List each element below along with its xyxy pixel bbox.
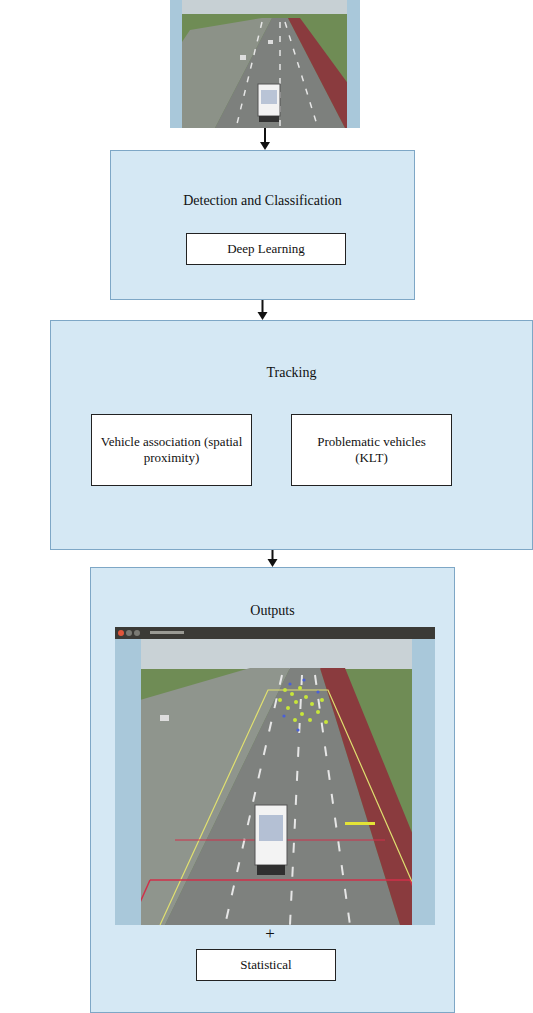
- box-label: Vehicle association (spatial proximity): [92, 432, 251, 467]
- stage-panel: TrackingVehicle association (spatial pro…: [50, 320, 533, 550]
- stage-panel: Detection and ClassificationDeep Learnin…: [110, 150, 415, 300]
- box-label: Statistical: [232, 955, 299, 975]
- method-box: Deep Learning: [186, 233, 346, 265]
- box-label: Deep Learning: [219, 239, 313, 259]
- output-box: Statistical: [196, 949, 336, 981]
- panel-title: Detection and Classification: [111, 193, 414, 210]
- panel-title: Tracking: [51, 365, 532, 382]
- flow-arrow: [268, 550, 278, 567]
- process-box: Problematic vehicles (KLT): [291, 414, 452, 486]
- process-box: Vehicle association (spatial proximity): [91, 414, 252, 486]
- panel-title: Outputs: [91, 603, 454, 620]
- plus-sign: +: [255, 924, 285, 944]
- flow-arrow: [258, 300, 268, 320]
- box-label: Problematic vehicles (KLT): [292, 432, 451, 467]
